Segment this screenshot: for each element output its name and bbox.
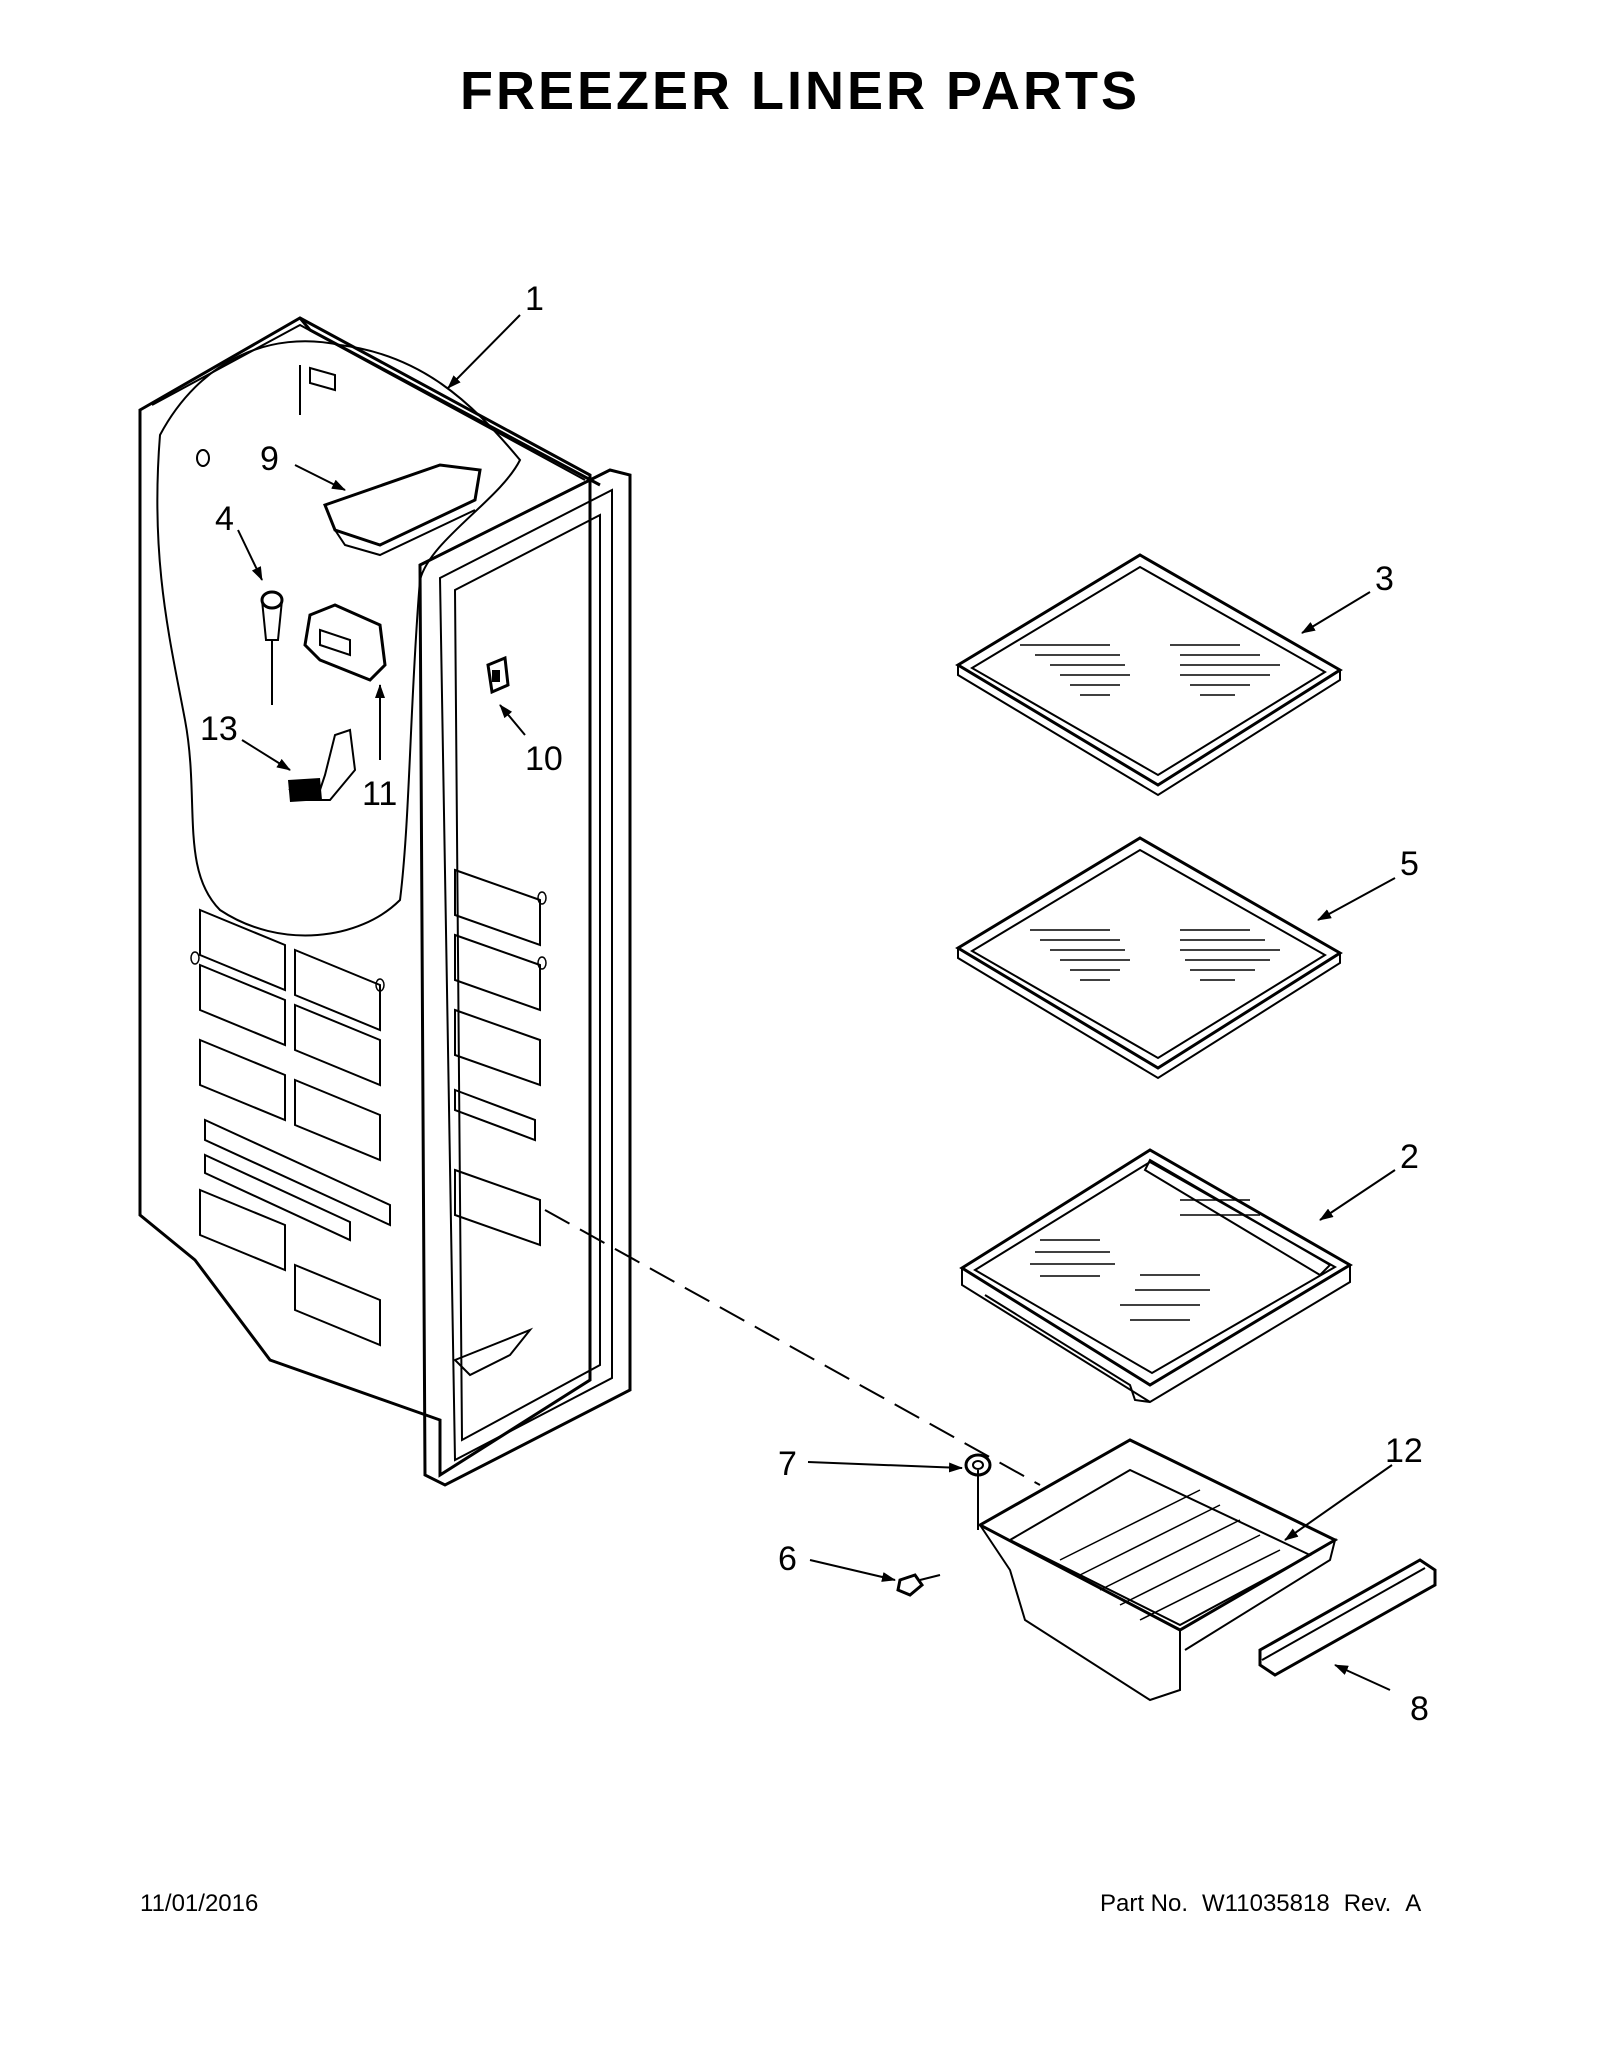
part-3-glass-shelf xyxy=(955,553,1343,797)
freezer-liner xyxy=(138,316,632,1487)
callout-3: 3 xyxy=(1375,560,1394,598)
callout-9: 9 xyxy=(260,440,279,478)
part-4-thermistor xyxy=(260,590,284,705)
callout-7: 7 xyxy=(778,1445,797,1483)
rev-value: A xyxy=(1405,1890,1422,1917)
callout-12: 12 xyxy=(1385,1432,1423,1470)
callout-8: 8 xyxy=(1410,1690,1429,1728)
callout-2: 2 xyxy=(1400,1138,1419,1176)
part-13-bracket xyxy=(288,728,357,802)
liner-panel-slots xyxy=(199,908,391,1347)
part-11-housing xyxy=(303,603,387,682)
callout-13: 13 xyxy=(200,710,238,748)
callout-5: 5 xyxy=(1400,845,1419,883)
part-no-label: Part No. xyxy=(1100,1890,1189,1917)
callout-1: 1 xyxy=(525,280,544,318)
footer-part-info: Part No. W11035818 Rev. A xyxy=(1100,1890,1435,1918)
part-8-rail xyxy=(1258,1558,1437,1677)
part-10-switch xyxy=(486,655,510,695)
callout-leaders xyxy=(237,314,1396,1691)
callout-4: 4 xyxy=(215,500,234,538)
callout-10: 10 xyxy=(525,740,563,778)
page-title: FREEZER LINER PARTS xyxy=(459,61,1141,121)
part-2-framed-shelf xyxy=(959,1148,1353,1404)
callout-6: 6 xyxy=(778,1540,797,1578)
footer-date: 11/01/2016 xyxy=(140,1890,259,1917)
part-12-pan-drawer xyxy=(976,1438,1339,1702)
part-9-light-cover xyxy=(323,463,482,557)
sidewall-slots xyxy=(190,868,547,1247)
part-number: W11035818 xyxy=(1202,1890,1330,1917)
rev-label: Rev. xyxy=(1343,1890,1392,1917)
callout-11: 11 xyxy=(362,775,397,813)
part-7-cap xyxy=(964,1453,992,1477)
part-6-stud xyxy=(896,1573,941,1597)
part-5-glass-shelf xyxy=(955,836,1343,1080)
